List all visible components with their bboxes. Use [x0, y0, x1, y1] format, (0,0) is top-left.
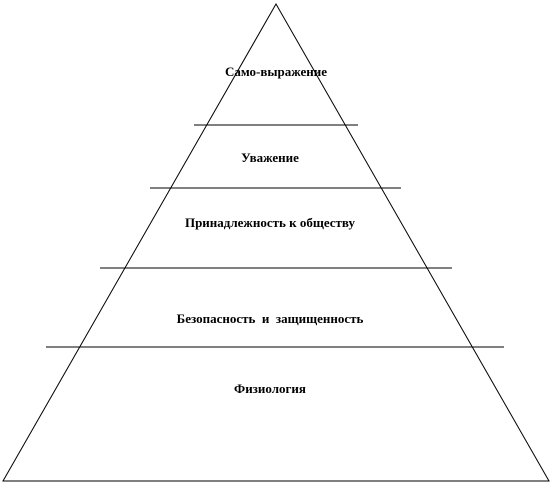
level-label-self-expression: Само-выражение — [225, 64, 327, 79]
level-label-physiology: Физиология — [234, 381, 306, 396]
level-label-belonging: Принадлежность к обществу — [185, 215, 356, 230]
level-label-esteem: Уважение — [241, 150, 299, 165]
level-label-safety: Безопасность и защищенность — [177, 311, 364, 326]
